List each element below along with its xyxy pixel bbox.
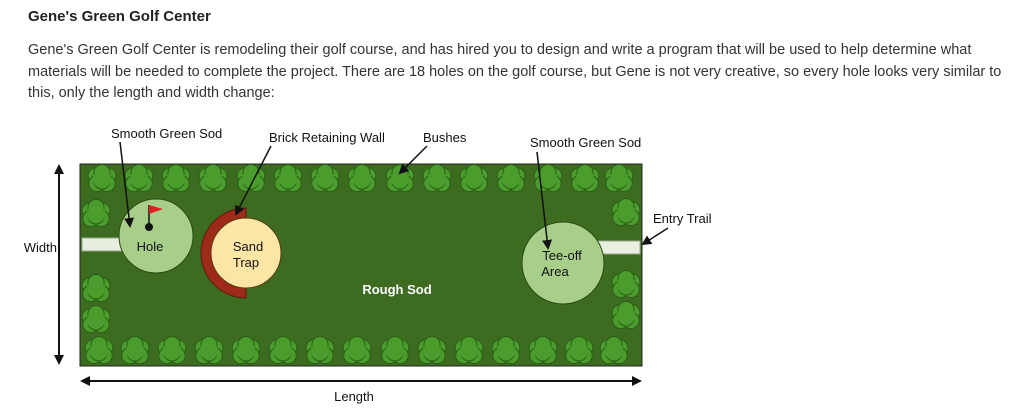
bush-icon — [161, 163, 191, 193]
entry-trail — [597, 240, 641, 255]
bush-icon — [611, 197, 641, 227]
bush-icon — [157, 335, 187, 365]
bush-icon — [599, 335, 629, 365]
bush-icon — [87, 163, 117, 193]
description-line: materials will be needed to complete the… — [28, 63, 1002, 80]
bush-icon — [310, 163, 340, 193]
bush-icon — [491, 335, 521, 365]
tee-off-green — [521, 221, 605, 305]
bush-border — [81, 163, 641, 365]
smooth-sod-left-label: Smooth Green Sod — [111, 126, 222, 141]
bush-icon — [231, 335, 261, 365]
bush-icon — [342, 335, 372, 365]
bush-icon — [422, 163, 452, 193]
smooth-sod-right-arrow — [536, 151, 553, 250]
bush-icon — [385, 163, 415, 193]
bush-icon — [604, 163, 634, 193]
flag-icon — [149, 205, 163, 214]
description-line: this, only the length and width change: — [28, 85, 275, 101]
bush-icon — [570, 163, 600, 193]
bush-icon — [611, 300, 641, 330]
bush-icon — [417, 335, 447, 365]
sand-trap-label-line2: Trap — [233, 255, 259, 270]
bush-icon — [124, 163, 154, 193]
tee-off-label-line2: Area — [541, 264, 569, 279]
bush-icon — [81, 273, 111, 303]
bush-icon — [81, 304, 111, 334]
bush-icon — [454, 335, 484, 365]
hole-label: Hole — [137, 239, 164, 254]
left-trail — [81, 237, 123, 252]
bush-icon — [236, 163, 266, 193]
bush-icon — [268, 335, 298, 365]
bush-icon — [273, 163, 303, 193]
bush-icon — [305, 335, 335, 365]
retaining-wall-label: Brick Retaining Wall — [269, 130, 385, 145]
bush-icon — [198, 163, 228, 193]
smooth-sod-right-label: Smooth Green Sod — [530, 135, 641, 150]
bushes-arrow — [398, 145, 428, 175]
length-label: Length — [334, 389, 374, 404]
sand-trap-label-line1: Sand — [233, 239, 263, 254]
smooth-sod-left-arrow — [119, 141, 135, 228]
bushes-label: Bushes — [423, 130, 467, 145]
golf-hole-diagram: Hole Sand Trap Tee-off Area Rough Sod Sm… — [24, 126, 712, 404]
bush-icon — [459, 163, 489, 193]
width-label: Width — [24, 240, 57, 255]
bush-icon — [347, 163, 377, 193]
rough-sod-label: Rough Sod — [362, 282, 431, 297]
entry-trail-arrow — [641, 227, 669, 246]
bush-icon — [194, 335, 224, 365]
bush-icon — [564, 335, 594, 365]
bush-icon — [81, 198, 111, 228]
sand-trap — [210, 217, 282, 289]
retaining-wall-arrow — [235, 145, 272, 216]
bush-icon — [528, 335, 558, 365]
bush-icon — [533, 163, 563, 193]
bush-icon — [380, 335, 410, 365]
tee-off-label-line1: Tee-off — [542, 248, 582, 263]
bush-icon — [496, 163, 526, 193]
description-line: Gene's Green Golf Center is remodeling t… — [28, 42, 972, 58]
hole-green — [118, 198, 194, 274]
bush-icon — [120, 335, 150, 365]
bush-icon — [84, 335, 114, 365]
bush-icon — [611, 269, 641, 299]
page-title: Gene's Green Golf Center — [28, 8, 211, 25]
page-description: Gene's Green Golf Center is remodeling t… — [28, 40, 1013, 105]
entry-trail-label: Entry Trail — [653, 211, 712, 226]
